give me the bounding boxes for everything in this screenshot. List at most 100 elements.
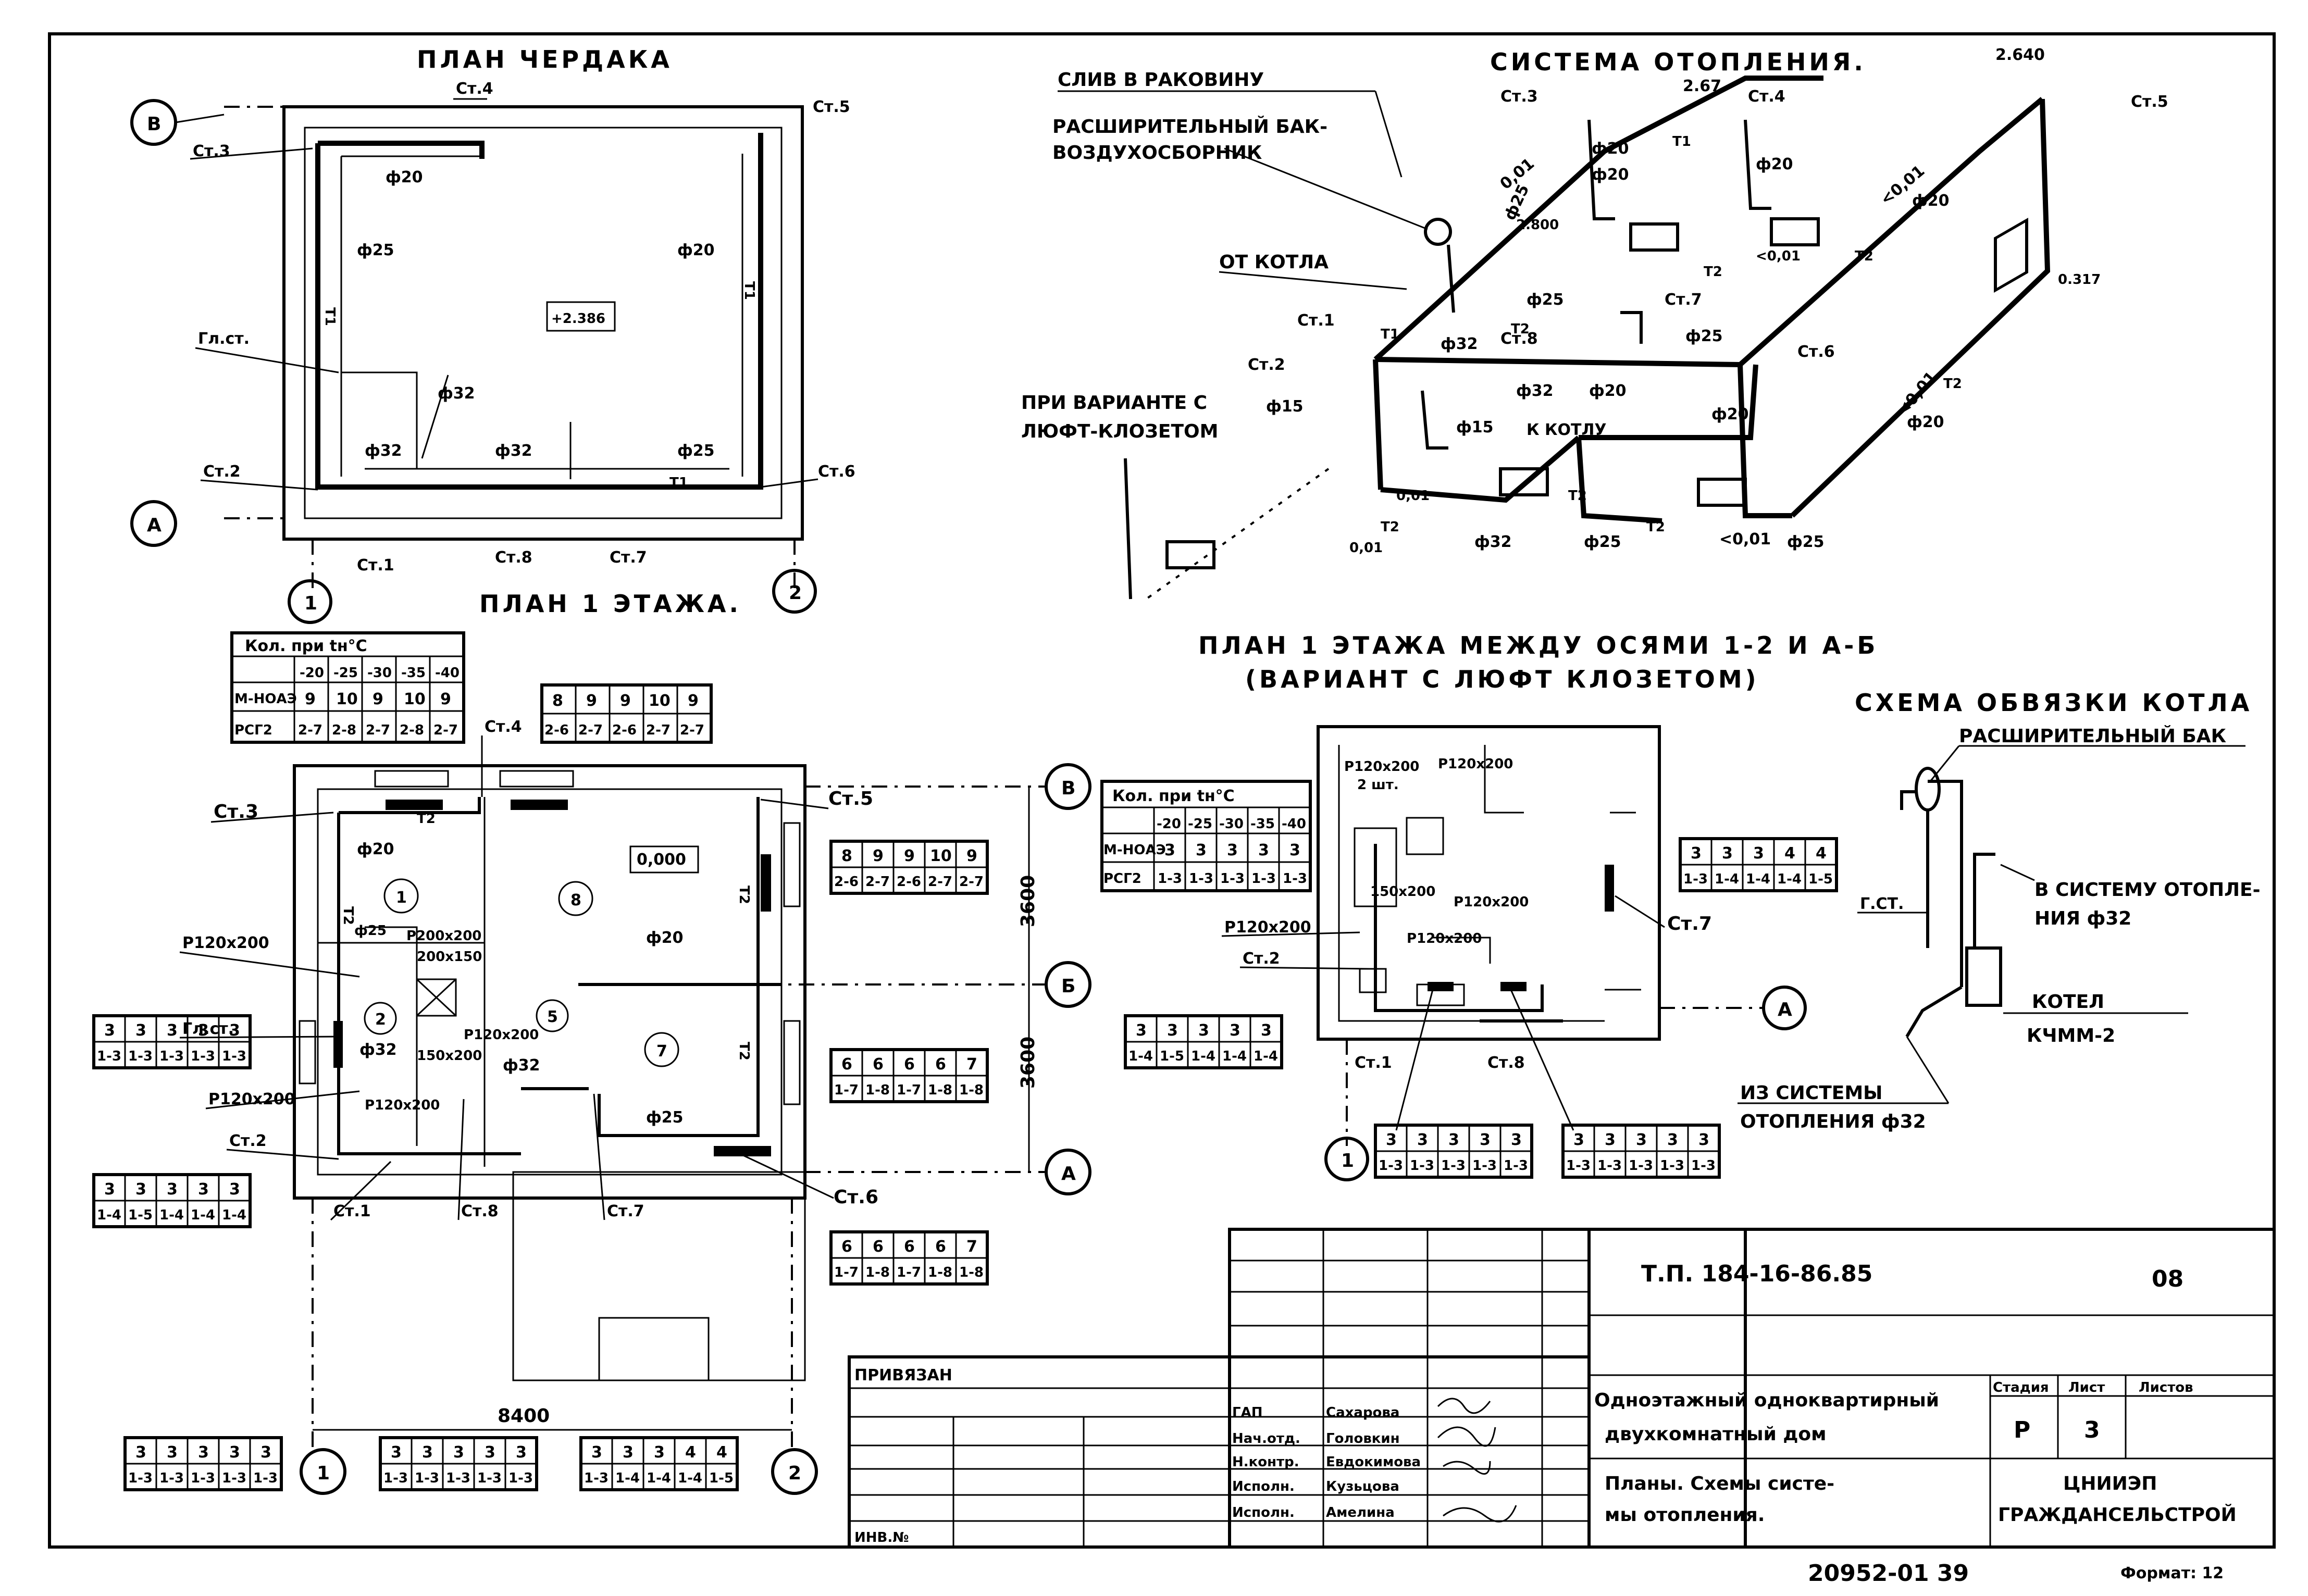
- heating-h2640: 2.640: [1995, 46, 2045, 64]
- attic-pipe-inner-branch: [341, 371, 418, 469]
- attic-d32c: ф32: [495, 442, 532, 460]
- count-table-value: 3: [623, 1443, 634, 1462]
- count-table-range: 1-3: [1504, 1158, 1528, 1174]
- svg-text:9: 9: [688, 692, 699, 710]
- count-table-value: 3: [1167, 1021, 1178, 1040]
- count-table-range: 1-3: [584, 1470, 609, 1486]
- floor1-t2d: Т2: [736, 1042, 752, 1061]
- count-table-value: 3: [198, 1021, 209, 1040]
- floor1-plan-title: ПЛАН 1 ЭТАЖА.: [479, 590, 741, 618]
- floor1-dim-3600b: 3600: [1017, 1037, 1039, 1089]
- svg-text:2-7: 2-7: [433, 722, 458, 738]
- heating-d32b: ф32: [1516, 382, 1554, 400]
- heating-h0317: 0.317: [2058, 272, 2101, 288]
- heating-tank-label-1: РАСШИРИТЕЛЬНЫЙ БАК-: [1052, 116, 1327, 138]
- count-table-value: 3: [391, 1443, 402, 1462]
- floor1-radiator-4: [714, 1146, 771, 1156]
- svg-text:Головкин: Головкин: [1326, 1431, 1400, 1447]
- svg-text:Стадия: Стадия: [1993, 1380, 2049, 1395]
- svg-text:9: 9: [440, 690, 451, 708]
- boiler-body: [1965, 946, 2002, 1007]
- stamp-list: 3: [2084, 1417, 2100, 1443]
- floor1-dim-8400: 8400: [498, 1405, 550, 1427]
- heating-slope7: 0,01: [1396, 488, 1430, 504]
- svg-text:Р120x200: Р120x200: [1344, 759, 1419, 775]
- heating-bottom-left: [1380, 435, 1581, 503]
- heating-radiator-st7: [1697, 478, 1747, 507]
- svg-text:2-6: 2-6: [612, 722, 637, 738]
- attic-st1: Ст.1: [357, 556, 394, 575]
- count-table-value: 7: [966, 1238, 977, 1256]
- stamp-signatures: [1437, 1398, 1517, 1523]
- variant-plan: ПЛАН 1 ЭТАЖА МЕЖДУ ОСЯМИ 1-2 И А-Б (ВАРИ…: [1100, 631, 1878, 1181]
- heating-d20a: ф20: [1592, 140, 1629, 158]
- variant-title-1: ПЛАН 1 ЭТАЖА МЕЖДУ ОСЯМИ 1-2 И А-Б: [1198, 631, 1878, 659]
- attic-axis-1-marker: [288, 579, 332, 624]
- heating-h267: 2.67: [1683, 77, 1721, 95]
- floor1-porch: [512, 1171, 806, 1381]
- svg-text:5: 5: [547, 1008, 558, 1026]
- heating-tank-pipe: [1447, 244, 1455, 313]
- heating-t2d: Т2: [1568, 488, 1587, 504]
- attic-st4: Ст.4: [456, 80, 493, 98]
- count-table-range: 1-3: [415, 1470, 439, 1486]
- heating-expansion-tank: [1424, 218, 1452, 246]
- count-table-range: 1-3: [222, 1470, 246, 1486]
- count-table-value: 3: [198, 1180, 209, 1199]
- count-table-value: 6: [873, 1055, 884, 1074]
- floor1-axis-a-marker: [1045, 1149, 1091, 1195]
- svg-text:РСГ2: РСГ2: [234, 722, 272, 738]
- attic-t1c: Т1: [669, 475, 688, 491]
- attic-axis-a: А: [147, 515, 162, 536]
- attic-pipe-loop: [315, 133, 763, 490]
- count-table-range: 2-7: [928, 874, 952, 890]
- heating-t2f: Т2: [1381, 519, 1399, 535]
- floor1-r1: Р120x200: [182, 934, 269, 952]
- variant-axis-a-marker: [1762, 986, 1807, 1030]
- count-table-value: 3: [1667, 1131, 1678, 1149]
- count-table-range: 1-8: [959, 1265, 984, 1280]
- floor1-st4: Ст.4: [485, 718, 522, 736]
- heating-d25b: ф25: [1527, 291, 1564, 309]
- count-table-value: 9: [873, 847, 884, 865]
- count-table-range: 1-7: [897, 1082, 921, 1098]
- heating-slope6: <0,01: [1719, 530, 1771, 548]
- count-table-value: 3: [104, 1021, 115, 1040]
- floor1-r2: Р200x200: [406, 928, 481, 944]
- count-table-value: 6: [904, 1238, 915, 1256]
- count-table-side: 8 9 9 10 9 2-6 2-7 2-6 2-7 2-7: [540, 683, 713, 744]
- boiler-g-st: Г.СТ.: [1860, 895, 1904, 913]
- count-table-range: 1-5: [1808, 871, 1833, 887]
- count-table-range: 1-4: [159, 1207, 184, 1223]
- heating-st2-riser: [1373, 359, 1383, 490]
- floor1-st5: Ст.5: [828, 788, 873, 809]
- count-table-value: 3: [1698, 1131, 1709, 1149]
- heating-st3-riser: [1587, 119, 1615, 220]
- attic-st5: Ст.5: [813, 98, 850, 116]
- floor1-d20a: ф20: [357, 840, 394, 858]
- stamp-code: Т.П. 184-16-86.85: [1641, 1261, 1872, 1287]
- attic-st6: Ст.6: [818, 463, 855, 481]
- heating-d20f: ф20: [1711, 405, 1749, 423]
- floor1-st2: Ст.2: [229, 1132, 267, 1150]
- heating-tank-label-2: ВОЗДУХОСБОРНИК: [1052, 142, 1262, 164]
- count-table-value: 3: [1691, 844, 1702, 863]
- heating-from-boiler: ОТ КОТЛА: [1219, 252, 1329, 273]
- svg-text:-35: -35: [401, 665, 426, 681]
- heating-d32a: ф32: [1441, 335, 1478, 353]
- attic-axis-1: 1: [304, 593, 317, 614]
- count-table-value: 3: [135, 1180, 146, 1199]
- heating-st5-return: [1790, 98, 2051, 518]
- count-table-range: 2-7: [865, 874, 890, 890]
- heating-st5: Ст.5: [2131, 93, 2168, 111]
- heating-d20e: ф20: [1589, 382, 1627, 400]
- count-table-value: 6: [904, 1055, 915, 1074]
- count-table-range: 1-3: [477, 1470, 502, 1486]
- count-table-range: 1-5: [1160, 1049, 1184, 1064]
- svg-text:М-НОАЭ: М-НОАЭ: [1103, 842, 1166, 858]
- svg-text:Нач.отд.: Нач.отд.: [1232, 1431, 1300, 1447]
- count-table-value: 6: [935, 1055, 946, 1074]
- svg-text:Кузьцова: Кузьцова: [1326, 1479, 1399, 1494]
- floor1-axis-b-marker: [1045, 961, 1091, 1008]
